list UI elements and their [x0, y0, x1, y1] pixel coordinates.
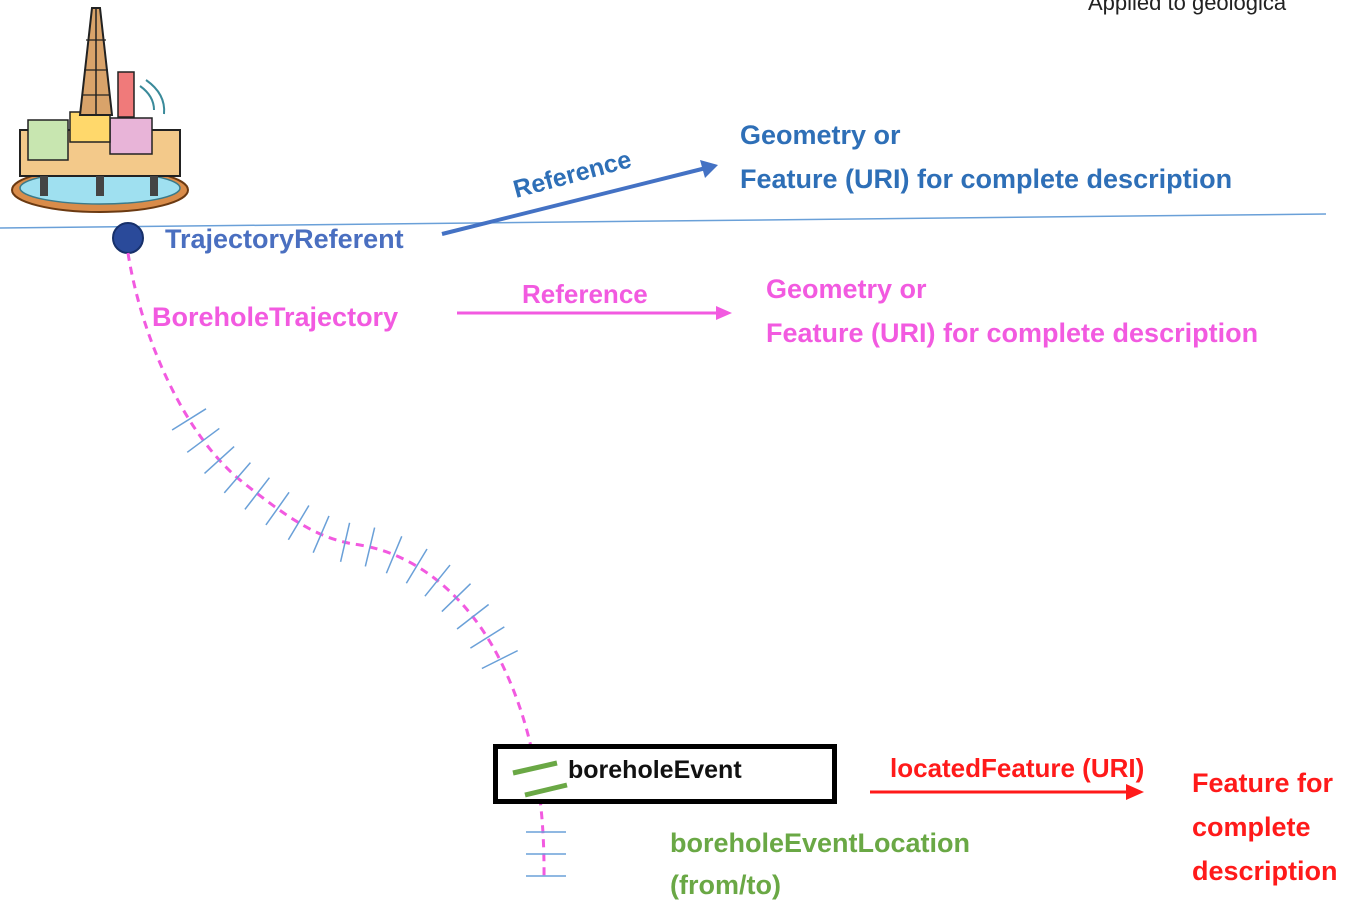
trajectory-target-line2: Feature (URI) for complete description — [740, 164, 1233, 194]
trajectory-reference-label: Reference — [510, 145, 634, 203]
depth-tick — [223, 462, 251, 494]
depth-tick — [456, 603, 490, 630]
feature-line3: description — [1192, 856, 1338, 886]
depth-tick — [470, 626, 505, 649]
borehole-reference-arrowhead — [716, 306, 732, 320]
depth-tick — [312, 515, 330, 553]
feature-line2: complete — [1192, 812, 1311, 842]
depth-tick — [186, 427, 220, 453]
depth-tick — [287, 505, 310, 541]
depth-tick — [339, 522, 351, 562]
borehole-trajectory-path — [126, 252, 546, 881]
borehole-reference-label: Reference — [522, 279, 648, 309]
borehole-event-marker — [512, 760, 568, 798]
lower-depth-ticks — [526, 831, 566, 877]
located-feature-label: locatedFeature (URI) — [890, 753, 1145, 783]
borehole-target-line2: Feature (URI) for complete description — [766, 318, 1259, 348]
borehole-trajectory-label: BoreholeTrajectory — [152, 302, 399, 332]
trajectory-referent-label: TrajectoryReferent — [165, 224, 404, 254]
depth-tick — [265, 491, 290, 526]
trajectory-referent-point — [112, 222, 144, 254]
located-feature-arrowhead — [1126, 784, 1144, 800]
header-text: Applied to geologica — [1088, 0, 1287, 15]
trajectory-reference-arrow — [441, 166, 707, 236]
trajectory-target-line1: Geometry or — [740, 120, 901, 150]
depth-tick — [481, 649, 519, 670]
trajectory-reference-arrowhead — [700, 160, 718, 178]
borehole-target-line1: Geometry or — [766, 274, 927, 304]
offshore-platform-icon — [11, 7, 189, 213]
depth-tick — [424, 564, 451, 597]
event-location-line1: boreholeEventLocation — [670, 828, 971, 858]
depth-tick — [405, 548, 428, 584]
depth-tick — [171, 408, 207, 431]
borehole-event-label: boreholeEvent — [568, 756, 742, 784]
surface-line — [0, 213, 1327, 229]
feature-line1: Feature for — [1192, 768, 1334, 798]
event-location-line2: (from/to) — [670, 870, 781, 900]
depth-tick — [244, 477, 271, 510]
borehole-event-box — [493, 744, 837, 804]
depth-tick — [441, 583, 472, 613]
depth-tick — [364, 527, 376, 567]
borehole-depth-ticks — [171, 408, 519, 670]
depth-tick — [385, 536, 403, 574]
depth-tick — [203, 445, 235, 474]
